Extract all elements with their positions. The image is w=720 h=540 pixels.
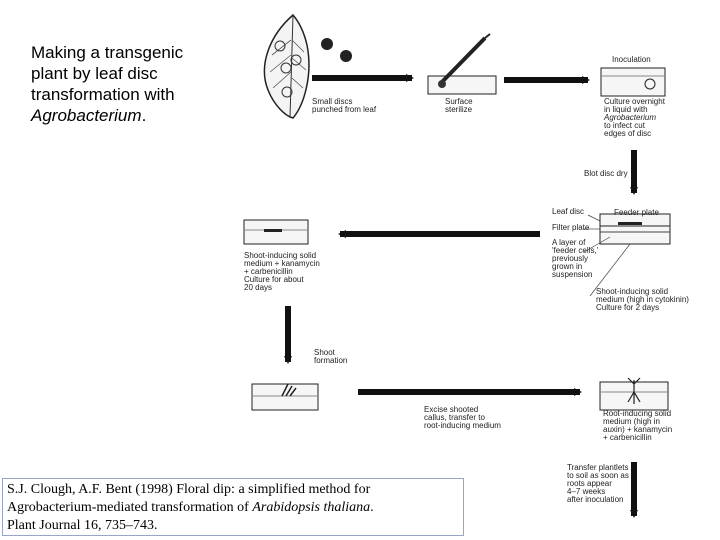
label-inoculation: Inoculation	[612, 55, 651, 64]
label-leaf-disc: Leaf disc	[552, 207, 584, 216]
root-inducing-plate	[599, 377, 669, 411]
title-line-2: plant by leaf disc	[31, 64, 158, 83]
label-feeder-layer: A layer of 'feeder cells,' previously gr…	[552, 238, 600, 279]
citation-line-3: Plant Journal 16, 735–743.	[7, 518, 158, 533]
citation-line-2-end: .	[370, 500, 374, 515]
title-line-4: Agrobacterium.	[31, 105, 261, 126]
label-shoot-formation: Shoot formation	[314, 348, 347, 365]
citation-line-1: S.J. Clough, A.F. Bent (1998) Floral dip…	[7, 482, 371, 497]
label-small-discs: Small discs punched from leaf	[312, 97, 377, 114]
label-excise-shooted: Excise shooted callus, transfer to root-…	[424, 405, 501, 430]
label-culture-overnight: Culture overnight in liquid with Agrobac…	[603, 97, 667, 138]
slide-title: Making a transgenic plant by leaf disc t…	[31, 42, 261, 126]
label-root-inducing: Root-inducing solid medium (high in auxi…	[603, 409, 674, 442]
inoculation-dish	[600, 67, 666, 97]
label-blot-disc-dry: Blot disc dry	[584, 169, 628, 178]
title-period: .	[141, 106, 147, 125]
title-line-1: Making a transgenic	[31, 43, 184, 62]
citation-box: S.J. Clough, A.F. Bent (1998) Floral dip…	[2, 478, 464, 536]
label-shoot-kanamycin: Shoot-inducing solid medium + kanamycin …	[244, 251, 322, 292]
leaf-disc-1	[321, 38, 333, 50]
shoot-formation-plate	[251, 383, 319, 411]
label-filter-plate: Filter plate	[552, 223, 590, 232]
label-shoot-medium-cytokinin: Shoot-inducing solid medium (high in cyt…	[596, 287, 691, 312]
citation-species: Arabidopsis thaliana	[252, 500, 371, 515]
title-line-3: transformation with	[31, 85, 175, 104]
label-surface-sterilize: Surface sterilize	[445, 97, 475, 114]
label-transfer-plantlets: Transfer plantlets to soil as soon as ro…	[567, 463, 631, 504]
citation-line-2-prefix: Agrobacterium-mediated transformation of	[7, 500, 253, 515]
sterilize-dish	[427, 33, 497, 95]
leaf-drawing	[263, 13, 310, 119]
citation-line-2: Agrobacterium-mediated transformation of…	[7, 499, 459, 517]
title-organism: Agrobacterium	[31, 106, 142, 125]
label-feeder-plate: Feeder plate	[614, 208, 659, 217]
feeder-plate	[583, 213, 671, 297]
leaf-disc-2	[340, 50, 352, 62]
shoot-inducing-plate	[243, 219, 309, 245]
